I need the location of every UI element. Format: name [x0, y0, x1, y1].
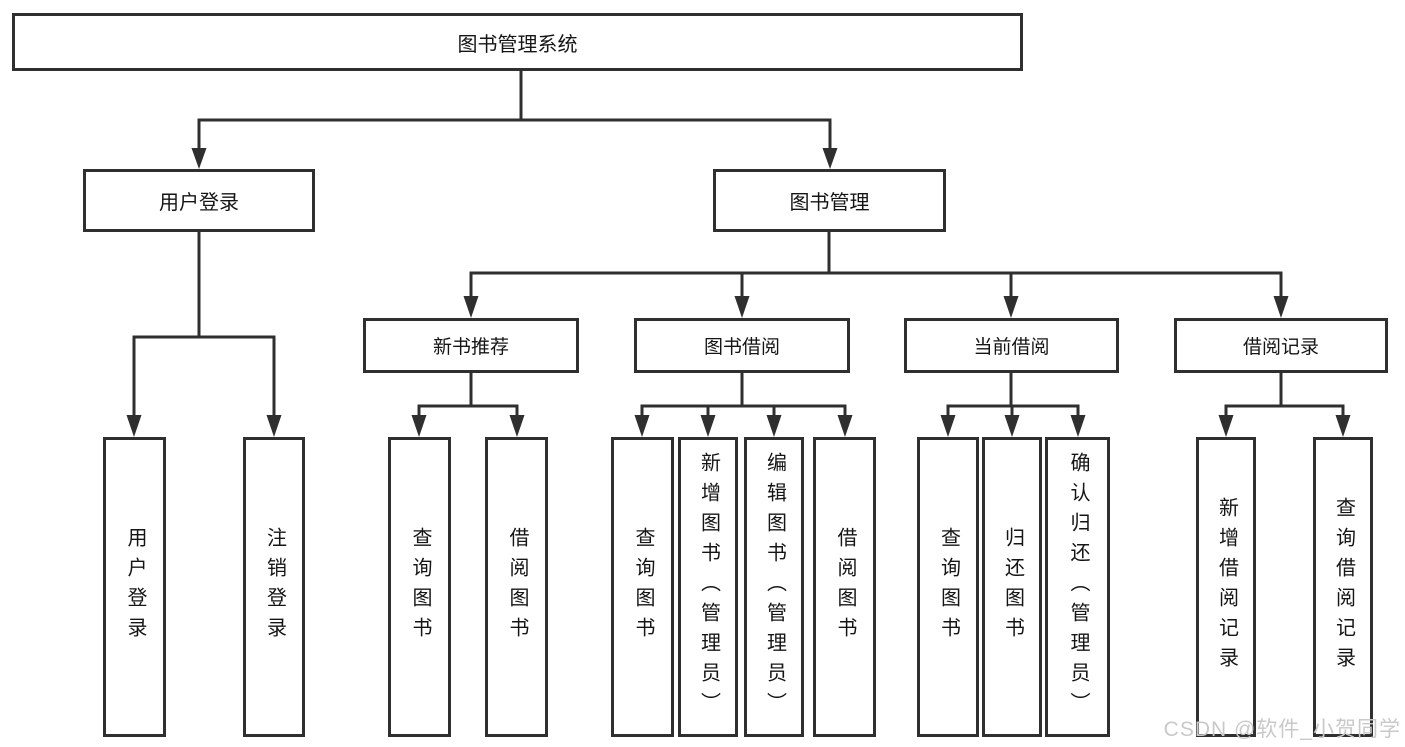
leaf-label: 用户登录 [124, 527, 146, 647]
leaf-label: 查询图书 [937, 527, 960, 647]
leaf-label: 新增图书（管理员） [697, 452, 720, 722]
node-book-management: 图书管理 [713, 169, 946, 232]
leaf-label: 确认归还（管理员） [1067, 452, 1089, 722]
node-borrowing-records: 借阅记录 [1174, 318, 1388, 373]
node-current-borrowing: 当前借阅 [904, 318, 1119, 373]
leaf-label: 注销登录 [263, 527, 286, 647]
leaf-label: 查询图书 [409, 527, 431, 647]
leaf-borrow-books-recommend: 借阅图书 [485, 437, 548, 737]
leaf-logout: 注销登录 [243, 437, 305, 737]
leaf-label: 编辑图书（管理员） [763, 452, 786, 722]
leaf-borrow-books: 借阅图书 [813, 437, 876, 737]
leaf-label: 借阅图书 [834, 527, 856, 647]
leaf-label: 借阅图书 [506, 527, 528, 647]
leaf-query-books-recommend: 查询图书 [388, 437, 451, 737]
leaf-label: 查询借阅记录 [1332, 497, 1355, 677]
leaf-label: 查询图书 [632, 527, 654, 647]
leaf-query-borrow-record: 查询借阅记录 [1313, 437, 1373, 737]
node-root: 图书管理系统 [12, 13, 1023, 71]
leaf-label: 归还图书 [1001, 527, 1024, 647]
leaf-confirm-return-admin: 确认归还（管理员） [1045, 437, 1110, 737]
leaf-label: 新增借阅记录 [1215, 497, 1238, 677]
leaf-add-book-admin: 新增图书（管理员） [678, 437, 738, 737]
leaf-query-books-borrowing: 查询图书 [611, 437, 674, 737]
leaf-user-login: 用户登录 [103, 437, 166, 737]
leaf-add-borrow-record: 新增借阅记录 [1196, 437, 1256, 737]
leaf-edit-book-admin: 编辑图书（管理员） [744, 437, 804, 737]
node-user-login: 用户登录 [83, 169, 315, 232]
node-book-borrowing: 图书借阅 [634, 318, 850, 373]
leaf-return-book: 归还图书 [982, 437, 1042, 737]
node-new-book-recommend: 新书推荐 [363, 318, 579, 373]
watermark: CSDN @软件_小贺同学 [1163, 718, 1401, 741]
leaf-query-books-current: 查询图书 [917, 437, 979, 737]
